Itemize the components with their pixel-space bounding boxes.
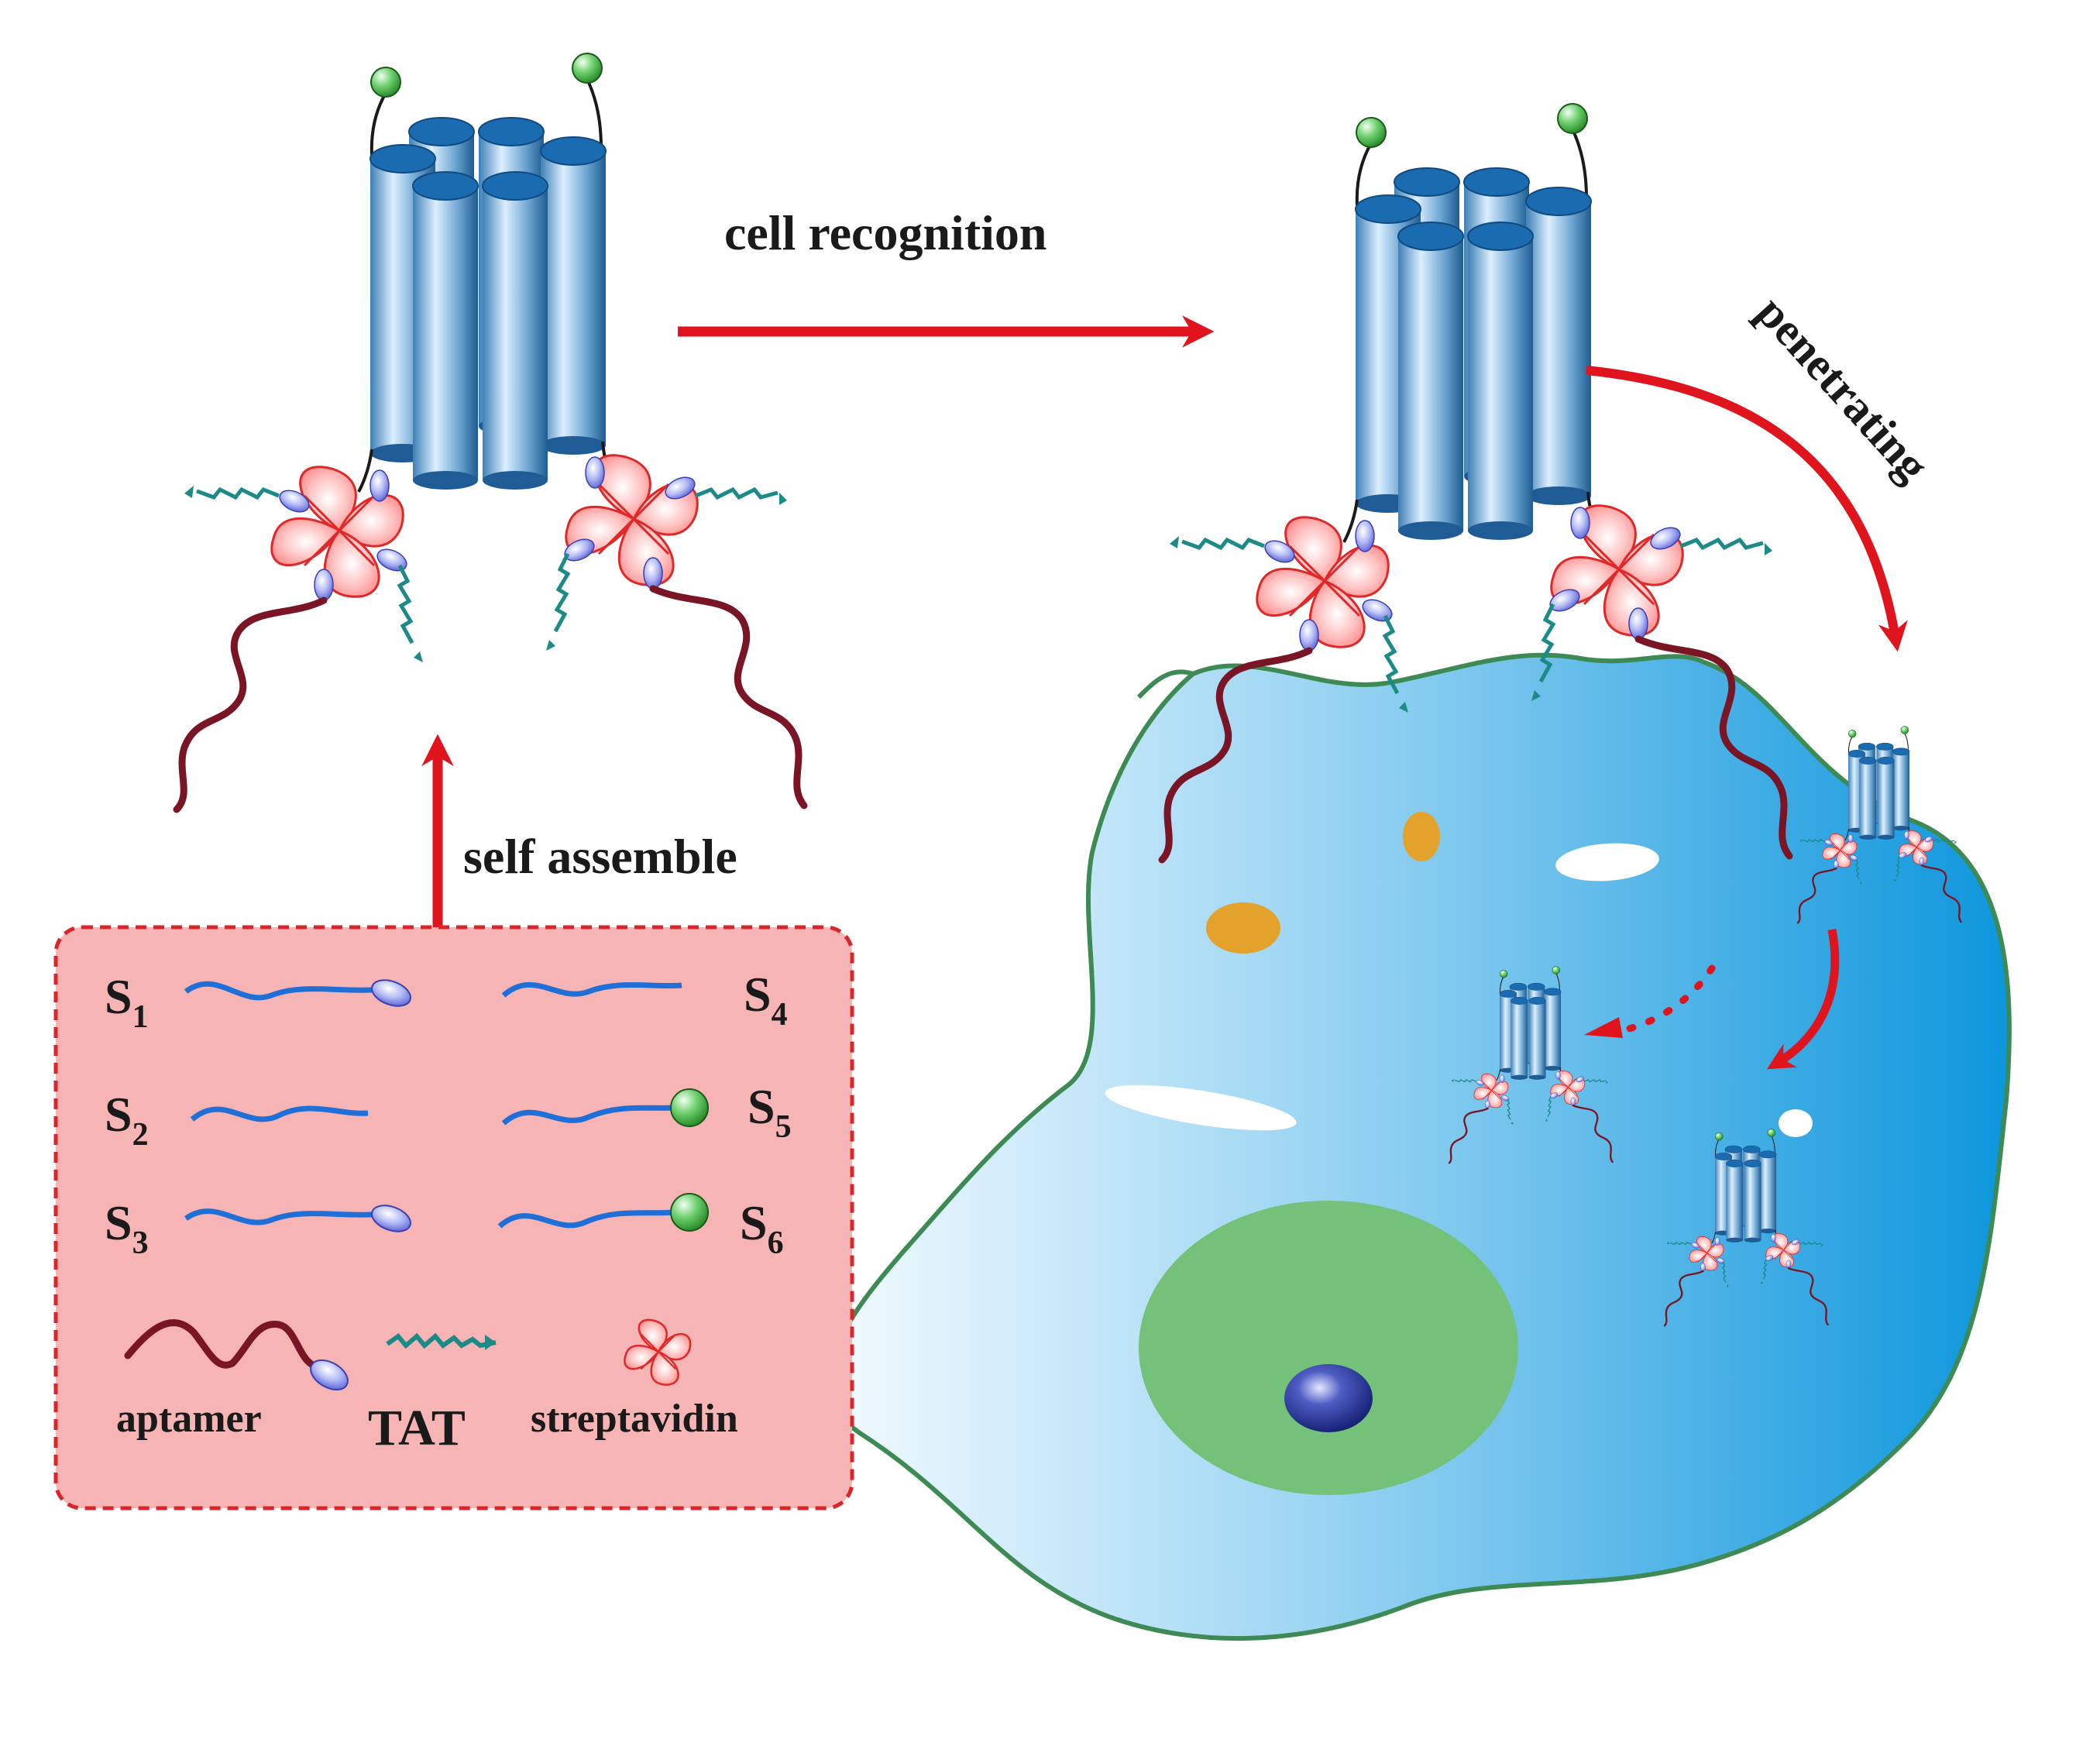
label-cell-recognition: cell recognition — [724, 205, 1047, 260]
vesicle-white-1 — [1555, 843, 1659, 882]
strand-s6 — [497, 1209, 675, 1229]
legend-s5: S5 — [748, 1079, 792, 1145]
cell — [827, 652, 2012, 1641]
legend-box: S1 S2 S3 S4 S5 S6 aptamer TAT — [53, 925, 854, 1511]
arrow-transport-down — [1766, 928, 1840, 1070]
nucleolus — [1284, 1364, 1373, 1432]
legend-s2: S2 — [105, 1087, 149, 1153]
label-self-assemble: self assemble — [463, 829, 737, 884]
cell-membrane — [827, 652, 2012, 1641]
strand-s5 — [501, 1105, 675, 1126]
legend-aptamer: aptamer — [116, 1397, 262, 1441]
legend-streptavidin: streptavidin — [531, 1397, 738, 1441]
legend-s1: S1 — [105, 969, 149, 1035]
tat-symbol — [386, 1332, 497, 1349]
strand-s3 — [184, 1208, 373, 1225]
strand-s4 — [501, 981, 682, 998]
vesicle-white-3 — [1779, 1109, 1813, 1137]
vesicle-orange-2 — [1206, 902, 1280, 954]
legend-tat: TAT — [368, 1400, 466, 1456]
legend-s4: S4 — [744, 967, 788, 1033]
strand-s1 — [184, 981, 373, 1001]
aptamer-symbol — [124, 1319, 325, 1371]
legend-s6: S6 — [740, 1195, 784, 1261]
streptavidin-symbol — [624, 1318, 692, 1386]
vesicle-orange-1 — [1403, 812, 1440, 861]
arrow-penetrating — [1586, 366, 1908, 652]
label-penetrating: penetrating — [1747, 287, 1939, 492]
legend-s3: S3 — [105, 1195, 149, 1261]
strand-s2 — [190, 1105, 369, 1122]
biotin-s5 — [670, 1088, 709, 1127]
vesicle-white-2 — [1105, 1084, 1297, 1131]
nucleus — [1139, 1201, 1518, 1495]
nanostructure-assembled — [177, 53, 804, 809]
biotin-s6 — [670, 1193, 709, 1232]
